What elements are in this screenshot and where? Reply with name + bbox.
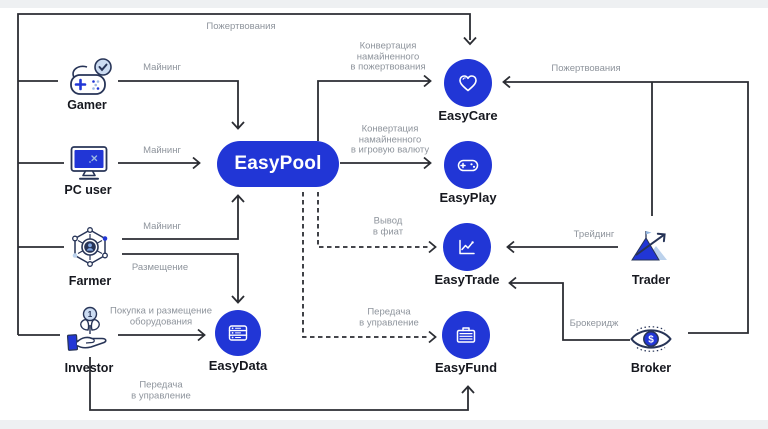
- flow-label-pool-transfer: Передача в управление: [359, 306, 419, 328]
- flow-label-donations-top: Пожертвования: [206, 20, 276, 32]
- node-easydata: [215, 310, 261, 356]
- flow-label-placement: Размещение: [131, 261, 189, 273]
- wire-pool-to-fund-dashed: [302, 192, 428, 338]
- easyfund-label: EasyFund: [434, 360, 498, 375]
- mining-farm-icon: [72, 227, 108, 267]
- flow-label-mining-pc: Майнинг: [143, 144, 181, 156]
- wire-farmer-mining: [122, 194, 245, 240]
- easytrade-label: EasyTrade: [434, 272, 500, 287]
- wire-investor-purchase: [118, 328, 206, 342]
- flow-label-brokerage: Брокеридж: [569, 317, 619, 329]
- briefcase-icon: [456, 327, 476, 343]
- flow-label-investor-transfer: Передача в управление: [131, 379, 191, 401]
- gamepad-icon: [457, 159, 479, 172]
- pc-user-label: PC user: [64, 183, 112, 197]
- easyplay-label: EasyPlay: [439, 190, 497, 205]
- flow-label-convert-game: Конвертация намайненного в игровую валют…: [350, 123, 430, 156]
- wire-pcuser-mining: [118, 156, 201, 170]
- trader-label: Trader: [631, 273, 671, 287]
- wire-farmer-placement: [122, 253, 245, 304]
- node-easytrade: [443, 223, 491, 271]
- node-easyfund: [442, 311, 490, 359]
- wire-brokerage: [508, 276, 630, 341]
- flow-label-donations-right: Пожертвования: [551, 62, 621, 74]
- persona-gamer: [62, 57, 114, 104]
- persona-investor: 1: [64, 305, 112, 362]
- mountain-arrow-icon: [631, 231, 667, 261]
- easypool-label: EasyPool: [234, 153, 322, 174]
- easydata-label: EasyData: [208, 358, 268, 373]
- server-icon: [228, 325, 248, 341]
- gamer-label: Gamer: [67, 98, 107, 112]
- persona-pc-user: [69, 144, 109, 187]
- wire-pool-to-care: [317, 74, 432, 141]
- broker-label: Broker: [630, 361, 672, 375]
- wire-dashed-arrowheads: [428, 240, 437, 344]
- wire-gamer-mining: [118, 80, 245, 130]
- flow-label-fiat-withdraw: Вывод в фиат: [372, 215, 404, 237]
- flow-label-mining-farmer: Майнинг: [143, 220, 181, 232]
- monitor-icon: [70, 146, 108, 180]
- node-easycare: [444, 59, 492, 107]
- node-easyplay: [444, 141, 492, 189]
- persona-broker: $: [628, 320, 674, 363]
- dollar-symbol-text: $: [648, 335, 654, 346]
- wire-trading: [506, 240, 618, 254]
- bottom-band: [0, 420, 768, 429]
- investor-label: Investor: [64, 361, 114, 375]
- flow-label-trading: Трейдинг: [573, 228, 615, 240]
- wire-investor-transfer: [89, 357, 475, 411]
- wire-left-spine-and-donations-top: [17, 13, 477, 335]
- flow-label-purchase: Покупка и размещение оборудования: [110, 305, 212, 327]
- flow-label-convert-donations: Конвертация намайненного в пожертвования: [350, 40, 426, 73]
- heart-icon: [459, 75, 477, 92]
- coin-value-text: 1: [88, 310, 93, 319]
- top-band: [0, 0, 768, 8]
- gamepad-check-icon: [70, 58, 112, 95]
- line-chart-icon: [459, 239, 475, 255]
- easycare-label: EasyCare: [438, 108, 498, 123]
- wire-pool-to-play: [340, 156, 432, 170]
- persona-trader: [628, 224, 674, 271]
- node-easypool: EasyPool: [217, 141, 339, 187]
- flow-label-mining-gamer: Майнинг: [143, 61, 181, 73]
- hand-sprout-coin-icon: 1: [66, 306, 107, 351]
- wire-pool-to-trade-dashed: [317, 192, 428, 248]
- farmer-label: Farmer: [68, 274, 112, 288]
- persona-farmer: [68, 226, 112, 279]
- wire-donations-right: [502, 75, 749, 334]
- eye-dollar-icon: $: [630, 326, 672, 352]
